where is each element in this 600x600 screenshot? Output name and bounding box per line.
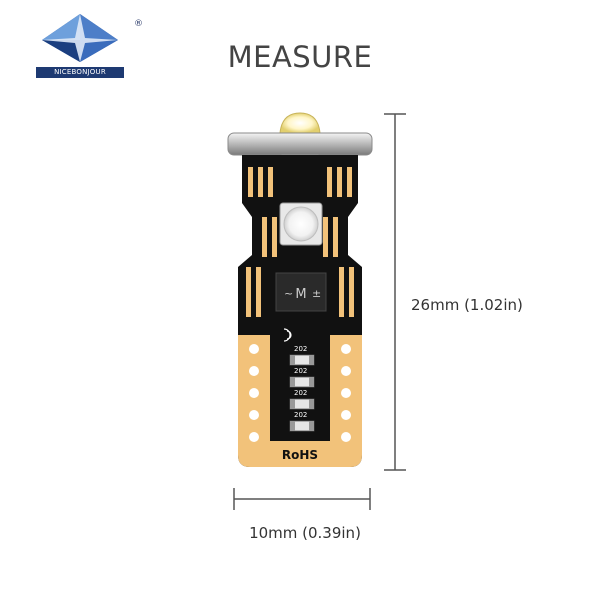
resistor-chip: 202 bbox=[289, 411, 315, 432]
metal-heat-ring bbox=[227, 132, 373, 156]
resistor-chip: 202 bbox=[289, 345, 315, 366]
pad-holes bbox=[249, 344, 351, 442]
rohs-mark: RoHS bbox=[282, 448, 318, 462]
height-label: 26mm (1.02in) bbox=[411, 296, 523, 314]
copper-pad-right bbox=[330, 335, 362, 467]
resistor-chip: 202 bbox=[289, 367, 315, 388]
width-dimension-line bbox=[233, 488, 371, 510]
chip-label: 202 bbox=[294, 389, 307, 397]
copper-pad-left bbox=[238, 335, 270, 467]
svg-text:~: ~ bbox=[284, 287, 293, 300]
capacitor-mark bbox=[283, 328, 292, 342]
chip-label: 202 bbox=[294, 345, 307, 353]
registered-mark: ® bbox=[134, 19, 143, 29]
svg-text:±: ± bbox=[312, 287, 321, 300]
width-label: 10mm (0.39in) bbox=[249, 524, 361, 542]
brand-logo: ® NICEBONJOUR bbox=[30, 10, 143, 80]
brand-name: NICEBONJOUR bbox=[36, 67, 124, 78]
dome-led bbox=[279, 112, 321, 134]
height-dimension-line bbox=[384, 113, 406, 471]
driver-module bbox=[275, 272, 327, 312]
copper-traces-upper bbox=[246, 167, 354, 317]
resistor-chip: 202 bbox=[289, 389, 315, 410]
brand-logo-icon bbox=[42, 14, 118, 62]
chip-label: 202 bbox=[294, 367, 307, 375]
led-bulb-image: ~ M ± 202 202 202 202 RoHS bbox=[227, 112, 373, 467]
page-title: MEASURE bbox=[227, 40, 373, 74]
module-mark: M bbox=[295, 287, 306, 302]
chip-label: 202 bbox=[294, 411, 307, 419]
